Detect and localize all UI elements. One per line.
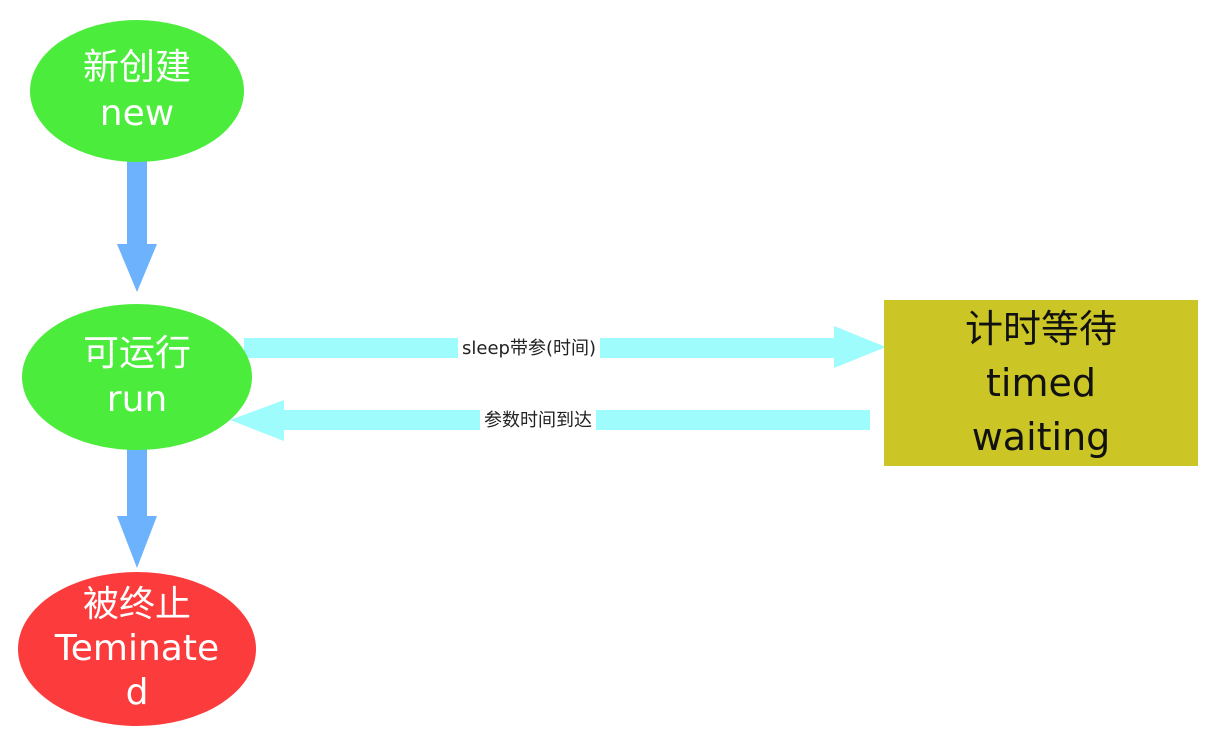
state-timed-waiting-label-cn: 计时等待 (964, 307, 1117, 351)
state-run-label-cn: 可运行 (82, 333, 191, 374)
state-run-label-en: run (106, 379, 168, 420)
arrow-new-to-run (117, 160, 157, 292)
edge-label-time-arrived: 参数时间到达 (480, 410, 596, 432)
arrow-run-to-terminated (117, 446, 157, 568)
state-terminated-label-cn: 被终止 (82, 584, 191, 625)
state-run-node: 可运行 run (22, 304, 252, 450)
state-new-label-en: new (99, 93, 175, 134)
state-timed-waiting-node: 计时等待 timed waiting (884, 300, 1198, 466)
state-timed-waiting-label-en-1: timed (986, 361, 1096, 405)
edge-label-sleep: sleep带参(时间) (458, 338, 600, 360)
state-timed-waiting-label-en-2: waiting (971, 415, 1111, 459)
state-terminated-label-en-2: d (125, 672, 149, 713)
state-terminated-label-en-1: Teminate (54, 628, 220, 669)
state-terminated-node: 被终止 Teminate d (18, 572, 256, 726)
state-new-node: 新创建 new (30, 20, 244, 162)
state-new-label-cn: 新创建 (82, 47, 191, 88)
